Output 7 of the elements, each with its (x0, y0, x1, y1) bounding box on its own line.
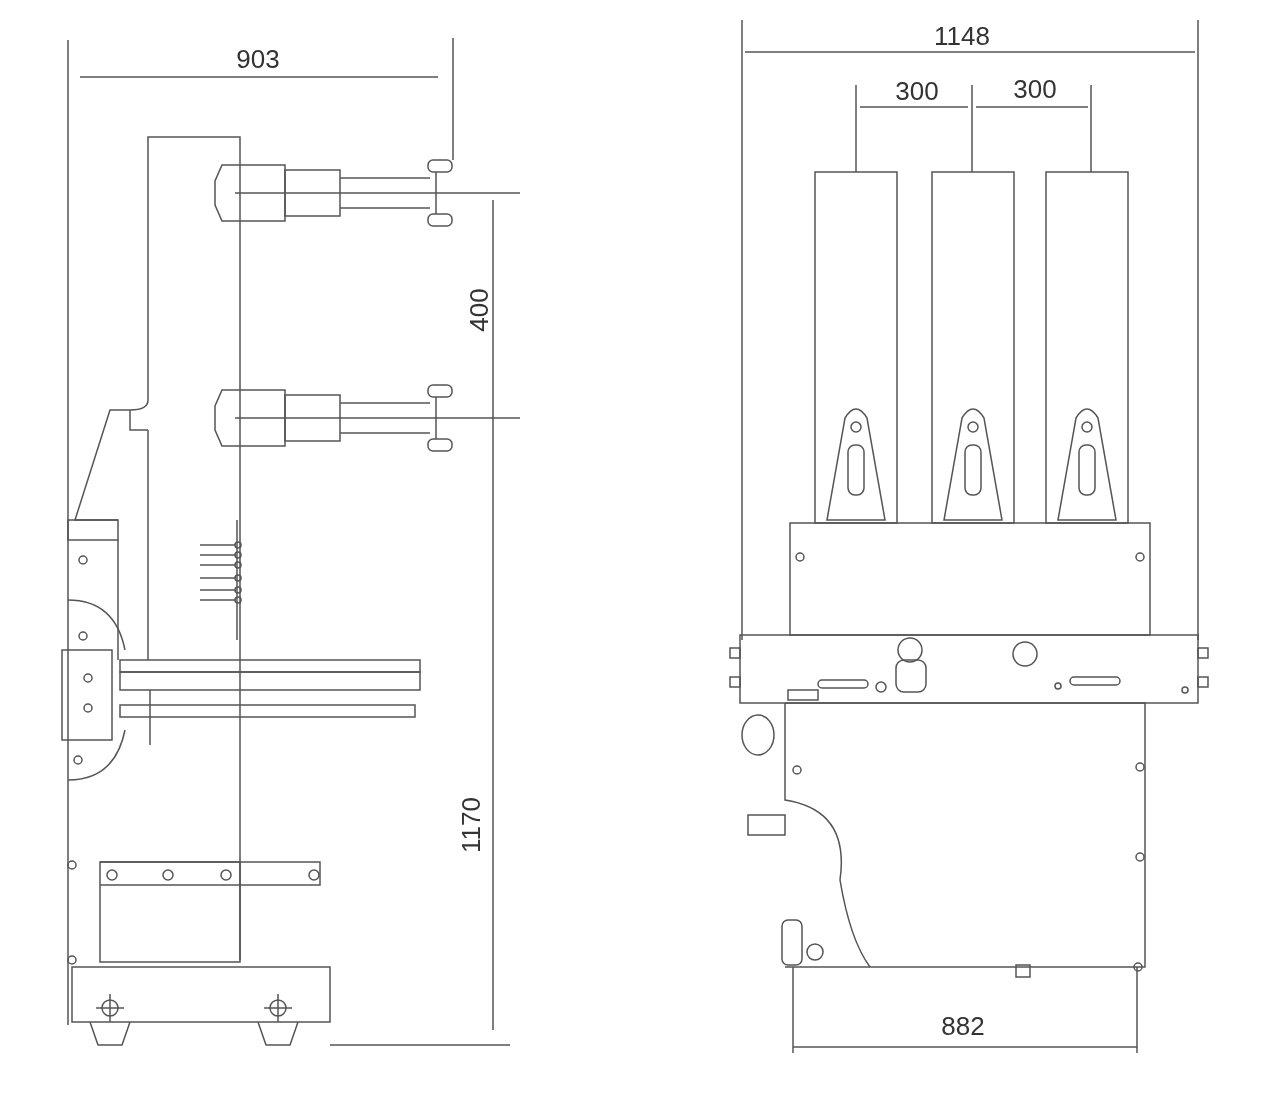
dimension-label: 400 (464, 288, 494, 332)
dimension-label: 903 (236, 44, 280, 74)
dimension-label: 1170 (456, 797, 486, 853)
dimension-label: 1148 (934, 21, 990, 51)
dimension-label: 300 (1013, 74, 1057, 104)
dimension-label: 300 (895, 76, 939, 106)
dimension-label: 882 (941, 1011, 985, 1041)
